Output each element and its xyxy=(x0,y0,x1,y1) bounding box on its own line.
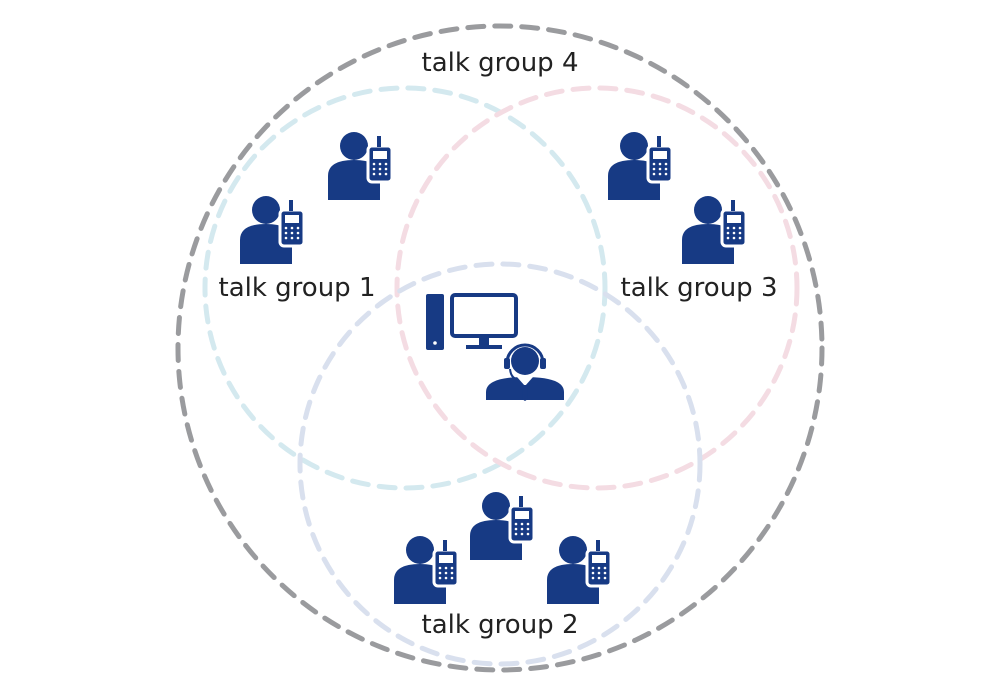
group-1-circle xyxy=(202,85,608,491)
group-2-circle xyxy=(297,261,703,667)
radio-user-icon xyxy=(392,534,460,606)
radio-user-icon xyxy=(468,490,536,562)
radio-user-icon xyxy=(606,130,674,202)
dispatcher-with-headset-icon xyxy=(486,343,564,401)
group-4-label: talk group 4 xyxy=(422,48,579,78)
radio-user-icon xyxy=(326,130,394,202)
radio-user-icon xyxy=(545,534,613,606)
group-4-circle xyxy=(175,23,825,673)
group-1-label: talk group 1 xyxy=(219,273,376,303)
group-3-circle xyxy=(394,85,800,491)
radio-user-icon xyxy=(680,194,748,266)
group-2-label: talk group 2 xyxy=(422,610,579,640)
group-3-label: talk group 3 xyxy=(621,273,778,303)
radio-user-icon xyxy=(238,194,306,266)
desktop-computer-icon xyxy=(426,293,518,350)
